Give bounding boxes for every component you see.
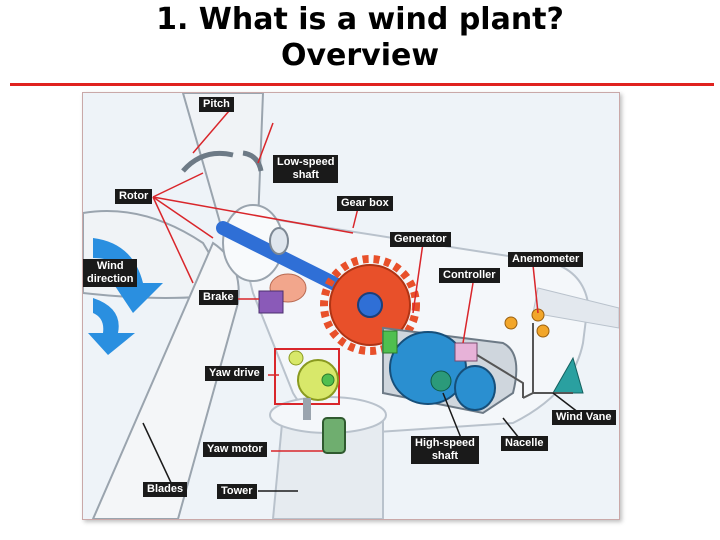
label-wind-direction-line-2: direction <box>87 273 134 285</box>
label-blades: Blades <box>143 482 188 497</box>
label-anemometer: Anemometer <box>508 252 584 267</box>
label-nacelle: Nacelle <box>501 436 548 451</box>
yaw-gear-center <box>321 373 335 387</box>
yaw-shaft <box>303 398 311 420</box>
shaft-bearing <box>269 227 289 255</box>
label-tower: Tower <box>217 484 257 499</box>
wind-arrow-2 <box>88 298 135 355</box>
leader-lines <box>152 110 539 452</box>
generator-end <box>454 365 496 411</box>
controller-cable <box>476 354 524 398</box>
label-yaw-motor: Yaw motor <box>203 442 267 457</box>
pitch-arrow-2 <box>242 150 264 172</box>
blade-bottom <box>91 241 240 519</box>
label-controller: Controller <box>439 268 500 283</box>
label-rotor: Rotor <box>115 189 153 204</box>
label-low-speed-shaft: Low-speed shaft <box>273 155 339 183</box>
slide-title: 1. What is a wind plant? Overview <box>0 2 720 74</box>
pitch-arrow <box>181 150 234 173</box>
label-brake: Brake <box>199 290 238 305</box>
label-wind-direction-line-1: Wind <box>96 260 124 272</box>
anemometer-cup-1 <box>504 316 518 330</box>
leader-lines-dark <box>142 392 584 492</box>
nacelle-tail <box>532 287 619 329</box>
label-low-speed-shaft-line-2: shaft <box>292 169 319 181</box>
gearbox-gear <box>320 255 420 355</box>
label-high-speed-shaft-line-1: High-speed <box>415 437 475 449</box>
slide-title-line-1: 1. What is a wind plant? <box>156 2 564 37</box>
slide-title-line-2: Overview <box>280 38 440 73</box>
label-high-speed-shaft: High-speed shaft <box>411 436 479 464</box>
yaw-motor-shape <box>322 417 346 454</box>
yaw-pinion <box>288 350 304 366</box>
anemometer-cup-3 <box>536 324 550 338</box>
label-gear-box: Gear box <box>337 196 393 211</box>
label-low-speed-shaft-line-1: Low-speed <box>277 156 335 168</box>
title-underline <box>10 83 714 86</box>
label-wind-direction: Wind direction <box>83 259 138 287</box>
label-high-speed-shaft-line-2: shaft <box>431 450 459 462</box>
label-wind-vane: Wind Vane <box>552 410 616 425</box>
high-speed-shaft-end <box>430 370 452 392</box>
label-yaw-drive: Yaw drive <box>205 366 264 381</box>
wind-turbine-diagram: Pitch Low-speed shaft Rotor Gear box Gen… <box>82 92 620 520</box>
yaw-gear <box>297 359 339 401</box>
label-generator: Generator <box>390 232 451 247</box>
brake-caliper <box>258 290 284 314</box>
high-speed-coupling <box>382 330 398 354</box>
label-pitch: Pitch <box>199 97 234 112</box>
controller-box <box>454 342 478 362</box>
wind-turbine-illustration <box>83 93 619 519</box>
